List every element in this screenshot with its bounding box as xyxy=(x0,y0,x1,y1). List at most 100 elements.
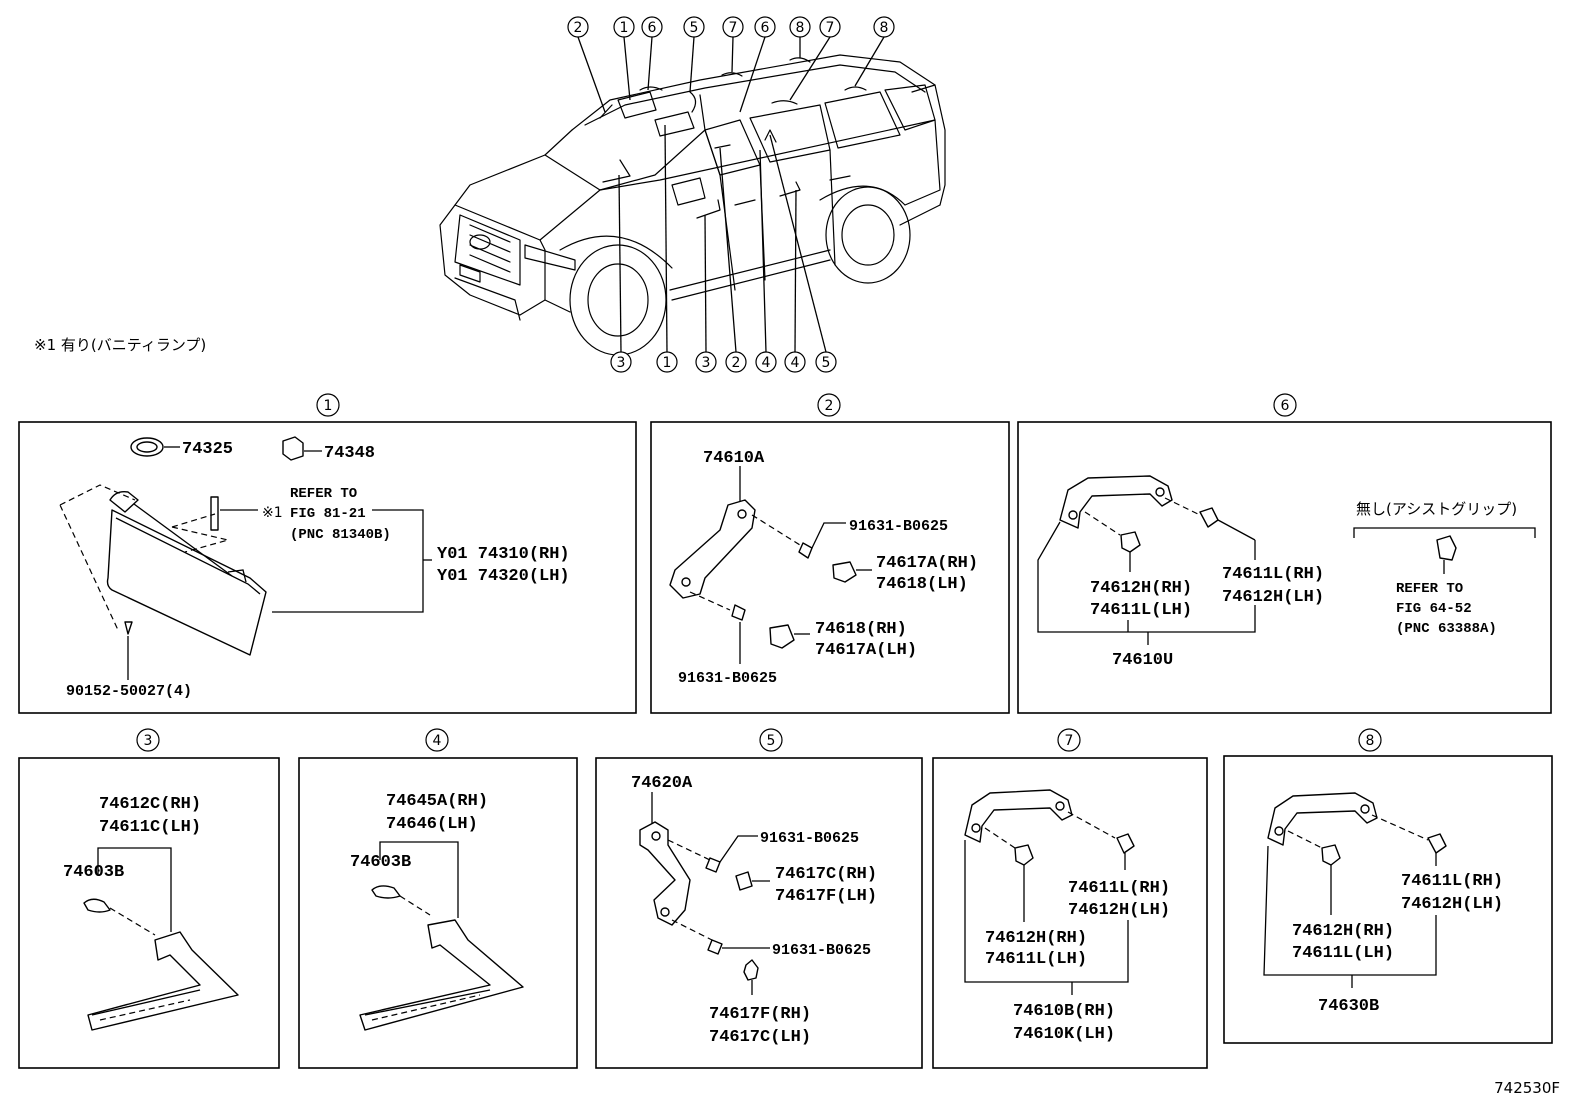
part-91631-b0625-upper-5: 91631-B0625 xyxy=(760,830,859,847)
part-74611l-lh-7: 74611L(LH) xyxy=(985,950,1087,969)
part-74612h-lh-7: 74612H(LH) xyxy=(1068,901,1170,920)
refer-to-6: REFER TO xyxy=(1396,581,1463,597)
callout-number: 6 xyxy=(761,20,770,36)
panel-2-number: 2 xyxy=(825,398,834,414)
part-y01-74320-lh: Y01 74320(LH) xyxy=(437,567,570,586)
panel-3-number: 3 xyxy=(144,733,153,749)
part-y01-74310-rh: Y01 74310(RH) xyxy=(437,545,570,564)
part-91631-b0625-lower: 91631-B0625 xyxy=(678,670,777,687)
part-74630b: 74630B xyxy=(1318,997,1379,1016)
part-74610a: 74610A xyxy=(703,449,765,468)
part-74610b-rh: 74610B(RH) xyxy=(1013,1002,1115,1021)
callout-badge xyxy=(873,16,895,38)
door-garnish-icon xyxy=(359,919,524,1031)
part-74611l-rh-8: 74611L(RH) xyxy=(1401,872,1503,891)
panel-4: 4 74645A(RH) 74646(LH) 74603B xyxy=(298,728,578,1069)
screw-icon xyxy=(124,621,133,635)
part-91631-b0625-upper: 91631-B0625 xyxy=(849,518,948,535)
part-74617f-lh: 74617F(LH) xyxy=(775,887,877,906)
clip-icon-2 xyxy=(1199,507,1219,528)
callout-number: 3 xyxy=(617,355,626,371)
part-74617a-lh: 74617A(LH) xyxy=(815,641,917,660)
callout-number: 1 xyxy=(620,20,629,36)
callout-badge xyxy=(610,351,632,373)
callout-number: 2 xyxy=(732,355,741,371)
panel-4-number-badge xyxy=(425,728,449,752)
overview-leaders-bottom xyxy=(618,124,827,353)
assist-grip-icon xyxy=(1059,475,1173,529)
panel-5-number-badge xyxy=(759,728,783,752)
part-74611l-rh-6: 74611L(RH) xyxy=(1222,565,1324,584)
callout-badge xyxy=(815,351,837,373)
panel-6: 6 74612H(RH) 74611L(LH) 74611L(RH) 74612… xyxy=(1017,393,1552,714)
cover-icon-5 xyxy=(743,959,759,981)
part-74610k-lh: 74610K(LH) xyxy=(1013,1025,1115,1044)
cover-lower-icon xyxy=(769,624,795,649)
part-74617f-rh: 74617F(RH) xyxy=(709,1005,811,1024)
panel-2: 2 74610A 91631-B0625 74617A(RH) 74618(LH… xyxy=(650,393,1010,714)
callout-badge xyxy=(722,16,744,38)
panel-8-number-badge xyxy=(1358,728,1382,752)
callout-badge xyxy=(695,351,717,373)
panel-8-frame xyxy=(1223,755,1553,1044)
bolt-icon-5 xyxy=(705,857,721,873)
part-74603b-3: 74603B xyxy=(63,863,124,882)
part-74618-rh: 74618(RH) xyxy=(815,620,907,639)
panel-4-frame xyxy=(298,757,578,1069)
switch-icon xyxy=(282,436,304,461)
callout-number: 8 xyxy=(880,20,889,36)
cover-icon xyxy=(832,561,857,583)
assist-grip-bracket-icon xyxy=(669,499,756,599)
footnote: ※1 有り(バニティランプ) xyxy=(34,336,206,354)
callout-badge xyxy=(725,351,747,373)
callout-badge xyxy=(683,16,705,38)
part-74617c-lh: 74617C(LH) xyxy=(709,1028,811,1047)
callout-badge xyxy=(755,351,777,373)
panel-8: 8 74611L(RH) 74612H(LH) 74612H(RH) 74611… xyxy=(1223,728,1553,1044)
callout-number: 4 xyxy=(791,355,800,371)
without-assist-grip: 無し(アシストグリップ) xyxy=(1356,500,1517,518)
panel-6-number-badge xyxy=(1273,393,1297,417)
callout-number: 6 xyxy=(648,20,657,36)
callout-number: 3 xyxy=(702,355,711,371)
refer-to-1: REFER TO xyxy=(290,486,357,502)
panel-6-frame xyxy=(1017,421,1552,714)
part-74645a-rh: 74645A(RH) xyxy=(386,792,488,811)
part-91631-b0625-lower-5: 91631-B0625 xyxy=(772,942,871,959)
clip-icon xyxy=(1120,531,1141,553)
panel-1-number: 1 xyxy=(324,398,333,414)
part-74611l-lh-6: 74611L(LH) xyxy=(1090,601,1192,620)
refer-fig-1: FIG 81-21 xyxy=(290,506,366,522)
panel-5-number: 5 xyxy=(767,733,776,749)
callout-number: 7 xyxy=(826,20,835,36)
pin-icon xyxy=(210,496,219,531)
part-74612c-rh: 74612C(RH) xyxy=(99,795,201,814)
panel-5-frame xyxy=(595,757,923,1069)
assist-grip-icon-7 xyxy=(964,789,1073,843)
callout-number: 2 xyxy=(574,20,583,36)
sun-visor-icon xyxy=(106,490,267,656)
refer-pnc-6: (PNC 63388A) xyxy=(1396,621,1497,637)
callout-number: 4 xyxy=(762,355,771,371)
refer-fig-6: FIG 64-52 xyxy=(1396,601,1472,617)
part-74612h-lh-8: 74612H(LH) xyxy=(1401,895,1503,914)
clip-icon-8 xyxy=(1321,844,1341,866)
assist-grip-icon-8 xyxy=(1267,792,1378,846)
clip-icon-7b xyxy=(1116,833,1135,854)
part-74612h-lh-6: 74612H(LH) xyxy=(1222,588,1324,607)
part-74618-lh: 74618(LH) xyxy=(876,575,968,594)
part-74617a-rh: 74617A(RH) xyxy=(876,554,978,573)
overview-leaders-top xyxy=(577,36,885,113)
panel-5: 5 74620A 91631-B0625 74617C(RH) 74617F(L… xyxy=(595,728,923,1069)
part-74611c-lh: 74611C(LH) xyxy=(99,818,201,837)
bolt-lower-icon-5 xyxy=(707,939,723,955)
callout-badge xyxy=(567,16,589,38)
clip-icon-7 xyxy=(1014,844,1034,866)
part-74611l-rh-7: 74611L(RH) xyxy=(1068,879,1170,898)
panel-7: 7 74611L(RH) 74612H(LH) 74612H(RH) 74611… xyxy=(932,728,1208,1069)
part-74612h-rh-6: 74612H(RH) xyxy=(1090,579,1192,598)
part-74603b-4: 74603B xyxy=(350,853,411,872)
clip-icon-8b xyxy=(1427,833,1447,854)
